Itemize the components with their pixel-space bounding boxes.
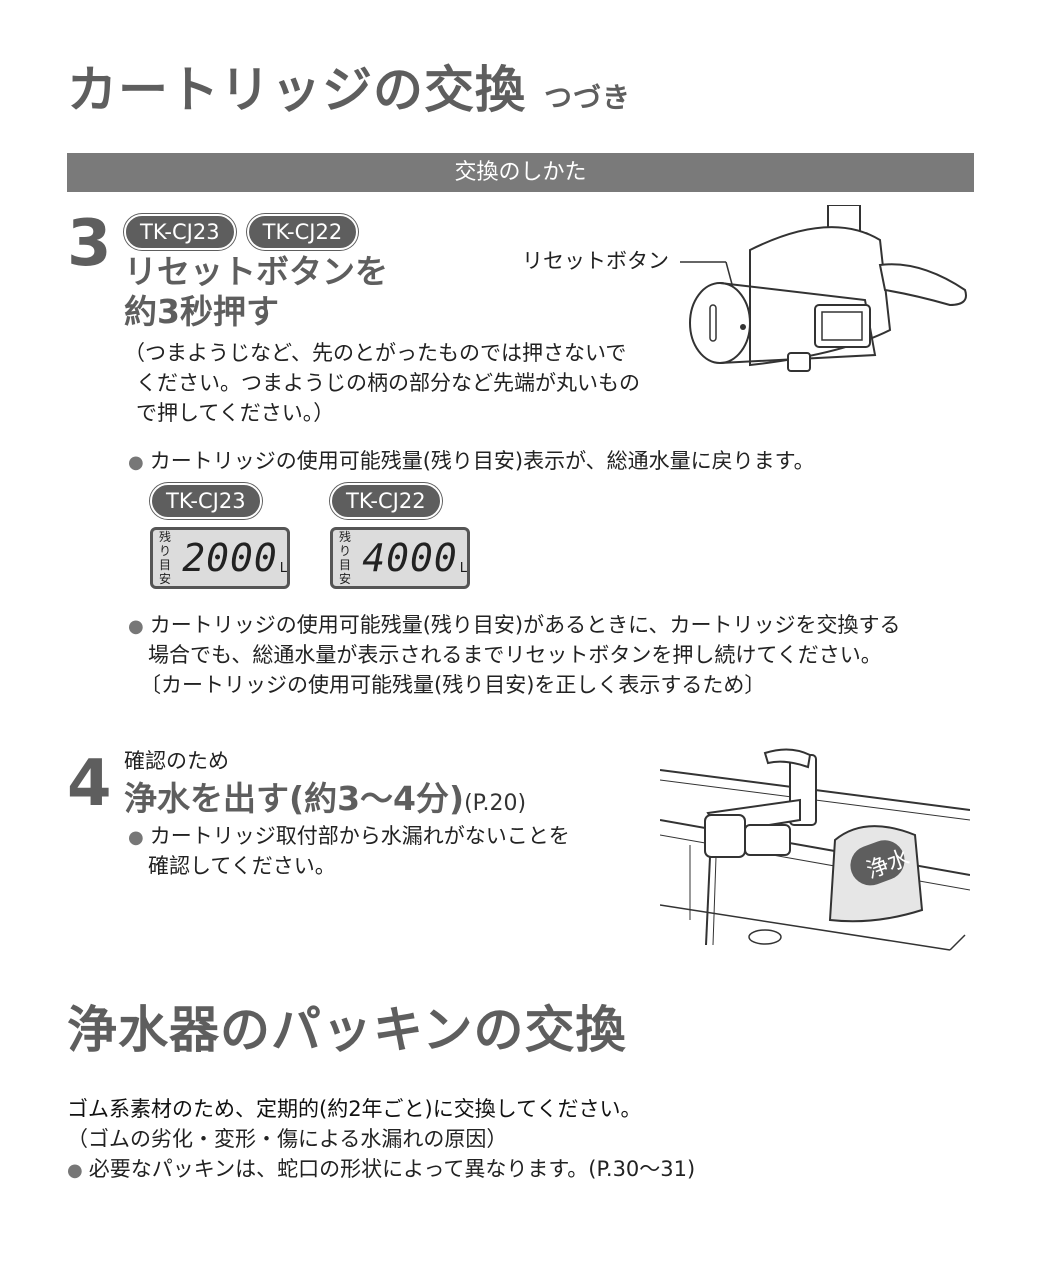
page-title: カートリッジの交換つづき (67, 50, 631, 122)
step-3-bullet1-text: カートリッジの使用可能残量(残り目安)表示が、総通水量に戻ります。 (149, 449, 815, 473)
bullet-dot-icon: ● (67, 1160, 83, 1181)
lcd-tag-line2: 目安 (159, 558, 172, 586)
section-2-title: 浄水器のパッキンの交換 (67, 1001, 627, 1059)
bullet-dot-icon: ● (128, 452, 144, 473)
step-4-bullet-line1: ●カートリッジ取付部から水漏れがないことを (128, 821, 570, 853)
lcd-display-cj22: 残り目安 4000 L (330, 527, 470, 589)
step-3-bullet2-line1-text: カートリッジの使用可能残量(残り目安)があるときに、カートリッジを交換する (149, 613, 901, 637)
display-example-cj23: TK-CJ23 残り目安 2000 L (150, 483, 290, 589)
lcd-display-cj23: 残り目安 2000 L (150, 527, 290, 589)
page-title-text: カートリッジの交換 (67, 61, 526, 119)
bullet-dot-icon: ● (128, 827, 144, 848)
step-3-bullet2-line1: ●カートリッジの使用可能残量(残り目安)があるときに、カートリッジを交換する (128, 610, 900, 642)
page-title-suffix: つづき (544, 81, 632, 114)
section-2-bullet: ●必要なパッキンは、蛇口の形状によって異なります。(P.30〜31) (67, 1154, 695, 1186)
lcd-tag-line1: 残り (159, 530, 172, 558)
lcd-unit-cj23: L (279, 561, 287, 576)
step-4-bullet-line2: 確認してください。 (148, 854, 336, 878)
section-2-line2: （ゴムの劣化・変形・傷による水漏れの原因） (67, 1127, 508, 1151)
step-3-note-line3: で押してください。） (136, 401, 335, 425)
section-2-bullet-text: 必要なパッキンは、蛇口の形状によって異なります。(P.30〜31) (88, 1157, 696, 1181)
reset-button-label: リセットボタン (522, 249, 669, 273)
model-badge-cj23: TK-CJ23 (124, 214, 236, 250)
lcd-tag-line2: 目安 (339, 558, 352, 586)
sink-illustration: 浄水 (660, 748, 970, 951)
step-4-page-ref: (P.20) (464, 791, 527, 816)
lcd-value-cj23: 2000 (182, 536, 278, 580)
section-banner: 交換のしかた (67, 153, 974, 192)
step-3-note-line2: ください。つまようじの柄の部分など先端が丸いもの (136, 371, 640, 395)
step-3-heading-line1: リセットボタンを (124, 252, 388, 291)
lcd-unit-cj22: L (459, 561, 467, 576)
step-3-bullet1: ●カートリッジの使用可能残量(残り目安)表示が、総通水量に戻ります。 (128, 446, 815, 478)
step-3-model-badges: TK-CJ23 TK-CJ22 (124, 214, 359, 250)
display-model-badge-cj22: TK-CJ22 (330, 483, 442, 519)
step-4-heading: 浄水を出す(約3〜4分)(P.20) (124, 779, 526, 824)
model-badge-cj22: TK-CJ22 (246, 214, 359, 250)
step-4-number: 4 (67, 747, 112, 821)
bullet-dot-icon: ● (128, 616, 144, 637)
step-3-bullet2-line2: 場合でも、総通水量が表示されるまでリセットボタンを押し続けてください。 (148, 643, 882, 667)
step-3-bullet2-line3: 〔カートリッジの使用可能残量(残り目安)を正しく表示するため〕 (140, 673, 766, 697)
lcd-tag-cj22: 残り目安 (339, 530, 362, 586)
purifier-illustration (680, 205, 967, 372)
step-4-pre-heading: 確認のため (124, 749, 229, 773)
display-example-cj22: TK-CJ22 残り目安 4000 L (330, 483, 470, 589)
step-4-heading-text: 浄水を出す(約3〜4分) (124, 779, 465, 818)
step-3-note-line1: （つまようじなど、先のとがったものでは押さないで (124, 341, 627, 365)
step-3-heading-line2: 約3秒押す (124, 292, 279, 331)
step-4-bullet-line1-text: カートリッジ取付部から水漏れがないことを (149, 824, 570, 848)
lcd-tag-line1: 残り (339, 530, 352, 558)
step-3-number: 3 (67, 207, 112, 281)
lcd-value-cj22: 4000 (362, 536, 458, 580)
lcd-tag-cj23: 残り目安 (159, 530, 182, 586)
section-2-line1: ゴム系素材のため、定期的(約2年ごと)に交換してください。 (67, 1097, 642, 1121)
display-model-badge-cj23: TK-CJ23 (150, 483, 262, 519)
